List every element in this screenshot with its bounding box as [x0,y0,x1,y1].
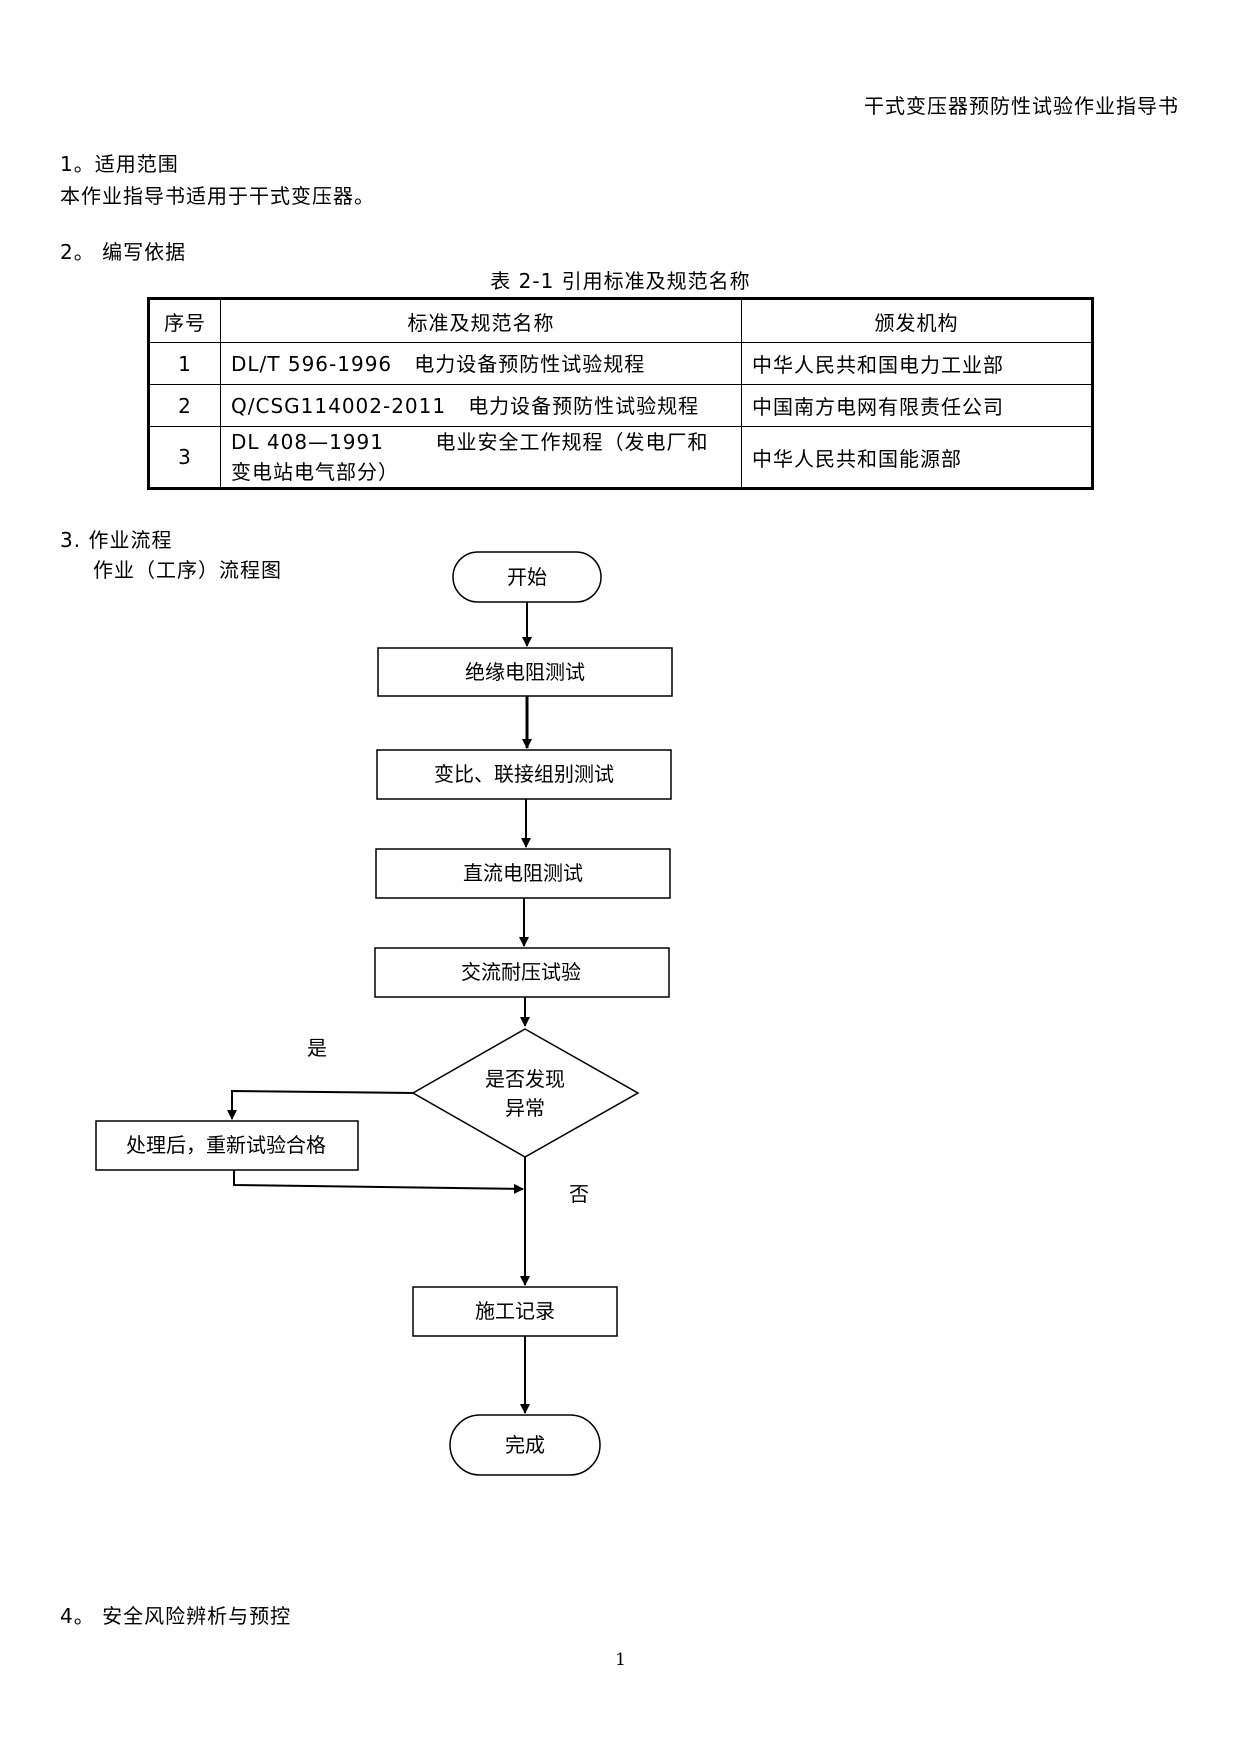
row-name: DL/T 596-1996 电力设备预防性试验规程 [220,342,742,385]
fix-retest-label: 处理后，重新试验合格 [126,1133,326,1157]
header-no: 序号 [148,298,221,343]
end-terminal [449,1414,601,1476]
row-no: 3 [148,426,221,489]
row-title-line2: 变电站电气部分） [231,460,399,484]
step-ratio-vector-group [376,749,672,800]
record-label: 施工记录 [475,1299,555,1323]
start-label: 开始 [507,565,547,589]
step-insulation-resistance [377,647,673,697]
step-ac-withstand-label: 交流耐压试验 [461,960,581,984]
row-org: 中国南方电网有限责任公司 [741,384,1093,427]
row-name: Q/CSG114002-2011 电力设备预防性试验规程 [220,384,742,427]
section1-heading: 1。适用范围 [60,152,179,176]
row-org: 中华人民共和国能源部 [741,426,1093,489]
decision-label-line1: 是否发现 [485,1067,565,1091]
step-insulation-resistance-label: 绝缘电阻测试 [465,660,585,684]
row-code: DL/T 596-1996 [231,351,393,376]
row-code: Q/CSG114002-2011 [231,393,447,418]
step-ac-withstand [374,947,670,998]
decision-abnormal [411,1028,640,1158]
document-header-title: 干式变压器预防性试验作业指导书 [864,94,1179,118]
step-ratio-vector-group-label: 变比、联接组别测试 [434,762,614,786]
yes-label: 是 [307,1036,327,1060]
table-row: 2 Q/CSG114002-2011 电力设备预防性试验规程 中国南方电网有限责… [148,384,1093,427]
header-org: 颁发机构 [741,298,1093,343]
yes-branch-arrow [227,1089,414,1120]
fix-retest-box [95,1120,359,1171]
row-title: 电力设备预防性试验规程 [414,351,646,376]
table-row: 3 DL 408—1991 电业安全工作规程（发电厂和 变电站电气部分） 中华人… [148,426,1093,489]
section2-heading: 2。 编写依据 [60,240,187,264]
section4-heading: 4。 安全风险辨析与预控 [60,1604,292,1628]
section1-text: 本作业指导书适用于干式变压器。 [60,184,375,208]
standards-table: 序号 标准及规范名称 颁发机构 1 DL/T 596-1996 电力设备预防性试… [147,297,1094,490]
record-box [412,1286,618,1337]
step-dc-resistance-label: 直流电阻测试 [463,861,583,885]
page-number: 1 [615,1650,626,1670]
end-label: 完成 [505,1433,545,1457]
no-label: 否 [569,1182,589,1206]
section3-subheading: 作业（工序）流程图 [93,558,282,582]
table-caption: 表 2-1 引用标准及规范名称 [490,269,751,293]
step-dc-resistance [375,848,671,899]
rejoin-arrow [233,1170,524,1194]
section3-heading: 3. 作业流程 [60,528,173,552]
row-title: 电力设备预防性试验规程 [468,393,700,418]
table-row: 1 DL/T 596-1996 电力设备预防性试验规程 中华人民共和国电力工业部 [148,342,1093,385]
row-name: DL 408—1991 电业安全工作规程（发电厂和 变电站电气部分） [220,426,742,489]
row-no: 2 [148,384,221,427]
row-code: DL 408—1991 [231,430,384,454]
row-org: 中华人民共和国电力工业部 [741,342,1093,385]
decision-label-line2: 异常 [505,1096,545,1120]
row-title-line1: 电业安全工作规程（发电厂和 [435,430,709,454]
